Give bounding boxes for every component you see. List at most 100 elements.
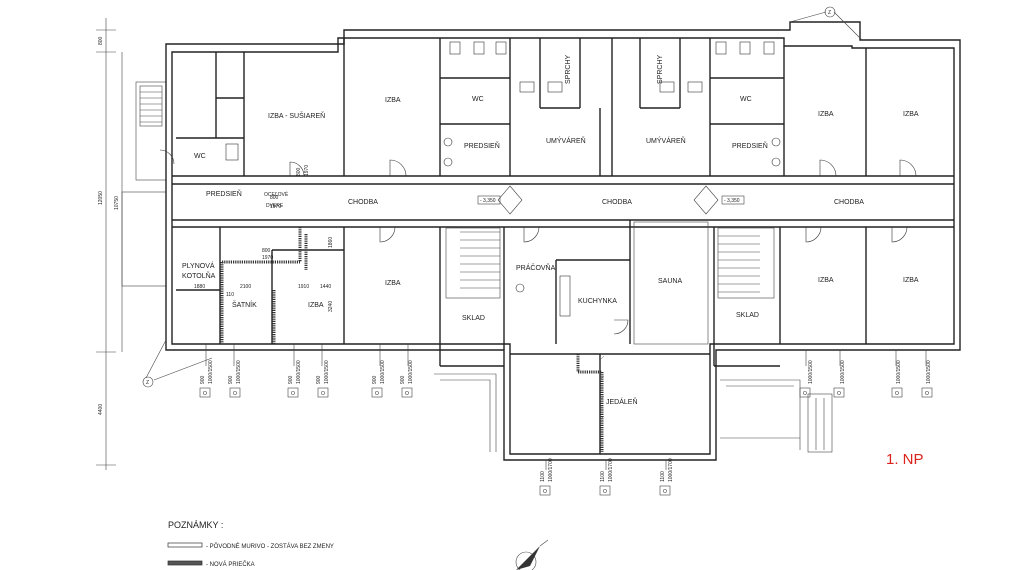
room-chodba-2: CHODBA xyxy=(602,199,632,206)
window-labels: 900 1000/1500 900 1000/1500 900 1000/150… xyxy=(200,360,932,495)
dim-1860: 1860 xyxy=(328,237,334,248)
room-pracovna: PRÁČOVŇA xyxy=(516,263,556,272)
level-2: - 3,350 xyxy=(724,198,740,204)
win-1100-1: 1100 xyxy=(540,471,546,482)
win-1000-1500-8: 1000/1500 xyxy=(840,360,846,384)
win-code-10: O xyxy=(803,391,807,397)
room-umyvaren-1: UMÝVÁREŇ xyxy=(546,136,586,145)
dim-1970a: 1970 xyxy=(270,204,281,210)
room-izba-small: IZBA xyxy=(308,302,324,309)
notes-legend: POZNÁMKY : - PÔVODNÉ MURIVO - ZOSTÁVA BE… xyxy=(167,520,334,568)
win-900-1: 900 xyxy=(200,375,206,384)
win-1000-1500-5: 1000/1500 xyxy=(380,360,386,384)
win-code-11: O xyxy=(837,391,841,397)
door-swings xyxy=(159,149,917,335)
room-umyvaren-2: UMÝVÁREŇ xyxy=(646,136,686,145)
bottom-row-walls xyxy=(176,220,867,454)
win-code-9: O xyxy=(663,489,667,495)
floor-label: 1. NP xyxy=(886,451,924,468)
section-leaders xyxy=(142,6,863,388)
win-1000-1500-4: 1000/1500 xyxy=(324,360,330,384)
outside-ramps xyxy=(434,373,833,453)
win-code-7: O xyxy=(543,489,547,495)
sanitary-fixtures xyxy=(225,41,781,317)
room-predsien-left: PREDSIEŇ xyxy=(206,189,242,198)
win-1000-1500-7: 1000/1500 xyxy=(808,360,814,384)
north-arrow-icon xyxy=(515,539,549,570)
room-izba-6: IZBA xyxy=(903,277,919,284)
room-sklad-1: SKLAD xyxy=(462,315,485,322)
new-partitions xyxy=(220,227,604,452)
win-900-2: 900 xyxy=(228,375,234,384)
dim-1970b: 1970 xyxy=(304,165,310,176)
dim-3240: 3240 xyxy=(328,301,334,312)
win-1100-2: 1100 xyxy=(600,471,606,482)
dim-800c: 800 xyxy=(262,248,271,254)
dim-left-mid2: 10750 xyxy=(114,196,120,210)
dim-1910: 1910 xyxy=(298,284,309,290)
dim-800b: 800 xyxy=(296,167,302,176)
win-1100-3: 1100 xyxy=(660,471,666,482)
win-code-12: O xyxy=(895,391,899,397)
section-mark-left: Z xyxy=(146,380,149,386)
outside-stairs xyxy=(121,81,167,287)
room-chodba-3: CHODBA xyxy=(834,199,864,206)
legend-swatch-new xyxy=(167,560,203,566)
room-predsien-3: PREDSIEŇ xyxy=(732,141,768,150)
level-marks xyxy=(477,185,745,215)
level-1: - 3,350 xyxy=(480,198,496,204)
top-row-walls xyxy=(176,38,867,176)
building-outline xyxy=(165,21,961,461)
win-code-5: O xyxy=(375,391,379,397)
win-1000-1500-6: 1000/1500 xyxy=(408,360,414,384)
room-wc-3: WC xyxy=(740,96,752,103)
corridor-walls xyxy=(172,175,954,228)
dim-2100: 2100 xyxy=(240,284,251,290)
room-ocelove-2: DVERE xyxy=(266,203,284,209)
win-1000-1500-2: 1000/1500 xyxy=(236,360,242,384)
room-chodba-1: CHODBA xyxy=(348,199,378,206)
win-code-4: O xyxy=(321,391,325,397)
room-izba-4: IZBA xyxy=(385,280,401,287)
dim-1970c: 1970 xyxy=(262,255,273,261)
left-dimension-chain: 800 12050 10750 4400 xyxy=(96,18,123,470)
win-900-3: 900 xyxy=(288,375,294,384)
dim-1880: 1880 xyxy=(194,284,205,290)
win-1000-1700-3: 1000/1700 xyxy=(668,458,674,482)
win-1000-1500-9: 1000/1500 xyxy=(896,360,902,384)
room-sklad-2: SKLAD xyxy=(736,312,759,319)
room-sprchy-1: SPRCHY xyxy=(565,54,572,84)
room-izba-1: IZBA xyxy=(385,97,401,104)
hatched-pier xyxy=(599,355,605,421)
room-plynova-2: KOTOLŇA xyxy=(182,271,216,280)
room-jedalen: JEDÁLEŇ xyxy=(606,397,638,406)
win-code-1: O xyxy=(203,391,207,397)
dim-800a: 800 xyxy=(270,195,279,201)
room-izba-2: IZBA xyxy=(818,111,834,118)
section-mark-top: Z xyxy=(828,10,831,16)
interior-stairs xyxy=(445,227,775,299)
level-values: - 3,350 - 3,350 xyxy=(480,198,740,204)
win-1000-1500-10: 1000/1500 xyxy=(926,360,932,384)
room-sauna: SAUNA xyxy=(658,278,682,285)
win-900-6: 900 xyxy=(400,375,406,384)
room-labels: IZBA - SUŠIAREŇ IZBA IZBA IZBA IZBA IZBA… xyxy=(182,54,919,406)
room-izba-susiaren: IZBA - SUŠIAREŇ xyxy=(268,111,325,120)
room-izba-5: IZBA xyxy=(818,277,834,284)
room-wc-2: WC xyxy=(472,96,484,103)
legend-new: - NOVÁ PRIEČKA xyxy=(206,561,255,568)
win-900-4: 900 xyxy=(316,375,322,384)
sauna-block xyxy=(633,221,709,345)
room-plynova-1: PLYNOVÁ xyxy=(182,261,215,270)
legend-swatch-original xyxy=(167,542,203,548)
room-kuchynka: KUCHYNKA xyxy=(578,298,617,305)
notes-title: POZNÁMKY : xyxy=(168,520,223,530)
win-1000-1700-2: 1000/1700 xyxy=(608,458,614,482)
win-code-8: O xyxy=(603,489,607,495)
dim-1440: 1440 xyxy=(320,284,331,290)
room-sprchy-2: SPRCHY xyxy=(657,54,664,84)
win-code-13: O xyxy=(925,391,929,397)
dim-left-mid: 12050 xyxy=(98,191,104,205)
room-wc-left: WC xyxy=(194,153,206,160)
